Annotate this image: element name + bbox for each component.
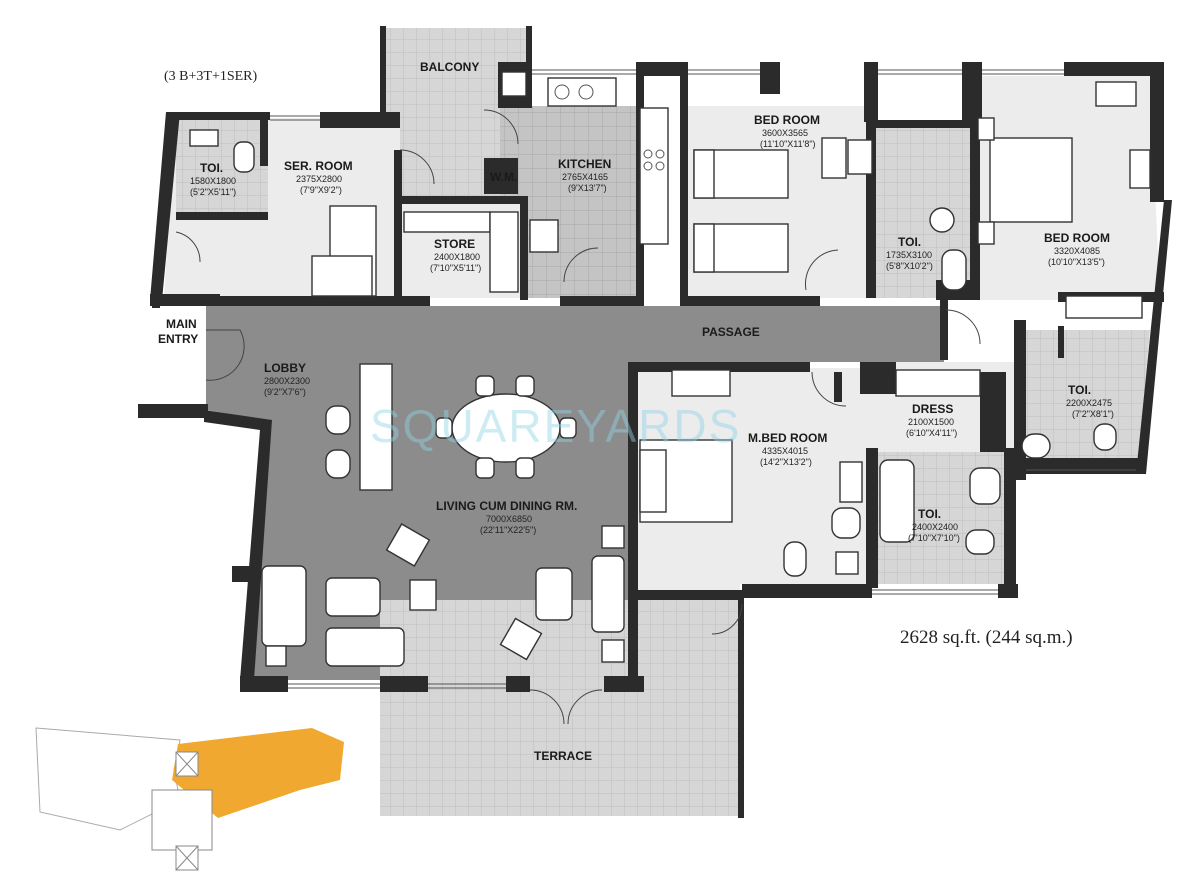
lobby-floor (206, 306, 246, 406)
kitchen-mm: 2765X4165 (562, 172, 608, 182)
ser-room-ft: (7'9"X9'2") (300, 185, 342, 195)
toi3-name: TOI. (918, 507, 941, 521)
bedroom1-ft: (11'10"X11'8") (760, 139, 816, 149)
terrace-lower (380, 680, 742, 816)
bedroom1-mm: 3600X3565 (762, 128, 808, 138)
lobby-ft: (9'2"X7'6") (264, 387, 306, 397)
master-bedroom-name: M.BED ROOM (748, 431, 827, 445)
unit-type-label: (3 B+3T+1SER) (164, 69, 258, 84)
bedroom2-ft: (10'10"X13'5") (1048, 257, 1105, 267)
kitchen-name: KITCHEN (558, 157, 611, 171)
master-bedroom-mm: 4335X4015 (762, 446, 808, 456)
walls (138, 26, 1172, 818)
living-ft: (22'11"X22'5") (480, 525, 536, 535)
passage-floor (216, 306, 944, 362)
lobby-mm: 2800X2300 (264, 376, 310, 386)
ser-room-name: SER. ROOM (284, 159, 353, 173)
toi-service-mm: 1580X1800 (190, 176, 236, 186)
main-entry-line1: MAIN (166, 317, 197, 331)
dress-mm: 2100X1500 (908, 417, 954, 427)
master-bedroom-ft: (14'2"X13'2") (760, 457, 812, 467)
toi2-name: TOI. (1068, 383, 1091, 397)
toi-service-ft: (5'2"X5'11") (190, 187, 236, 197)
terrace-name: TERRACE (534, 749, 592, 763)
bedroom1-name: BED ROOM (754, 113, 820, 127)
passage-name: PASSAGE (702, 325, 760, 339)
key-plan (35, 727, 344, 871)
main-entry-line2: ENTRY (158, 332, 198, 346)
toi2-floor (1014, 330, 1150, 460)
dress-ft: (6'10"X4'11") (906, 428, 957, 438)
area-label: 2628 sq.ft. (244 sq.m.) (900, 627, 1073, 648)
wm-name: W.M. (490, 170, 517, 184)
bedroom2-name: BED ROOM (1044, 231, 1110, 245)
toi1-name: TOI. (898, 235, 921, 249)
store-mm: 2400X1800 (434, 252, 480, 262)
store-name: STORE (434, 237, 475, 251)
dress-name: DRESS (912, 402, 953, 416)
doors (175, 109, 981, 725)
toi-service-name: TOI. (200, 161, 223, 175)
key-plan-highlight (172, 728, 344, 818)
toi1-mm: 1735X3100 (886, 250, 932, 260)
kitchen-ft: (9'X13'7") (568, 183, 607, 193)
toi3-mm: 2400X2400 (912, 522, 958, 532)
lobby-name: LOBBY (264, 361, 306, 375)
store-ft: (7'10"X5'11") (430, 263, 481, 273)
toi3-ft: (7'10"X7'10") (908, 533, 960, 543)
balcony-name: BALCONY (420, 60, 479, 74)
ser-room-mm: 2375X2800 (296, 174, 342, 184)
toi1-ft: (5'8"X10'2") (886, 261, 933, 271)
toi2-ft: (7'2"X8'1") (1072, 409, 1114, 419)
furniture (35, 71, 1151, 871)
toi2-mm: 2200X2475 (1066, 398, 1112, 408)
watermark: SQUAREYARDS (370, 400, 741, 452)
bedroom2-mm: 3320X4085 (1054, 246, 1100, 256)
living-mm: 7000X6850 (486, 514, 532, 524)
windows (270, 69, 1136, 689)
living-name: LIVING CUM DINING RM. (436, 499, 577, 513)
